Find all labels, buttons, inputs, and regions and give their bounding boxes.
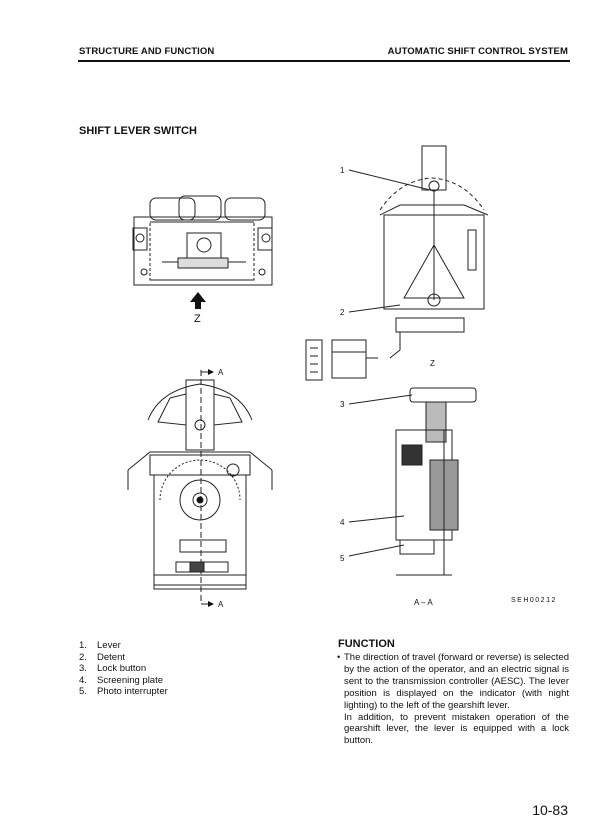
list-item: 4.Screening plate <box>79 674 164 686</box>
list-item: 5.Photo interrupter <box>79 686 168 698</box>
list-item: 2.Detent <box>79 651 125 663</box>
view-z-label: Z <box>194 313 201 325</box>
section-title: SHIFT LEVER SWITCH <box>79 125 197 137</box>
function-paragraph-1: The direction of travel (forward or reve… <box>344 652 569 711</box>
figure-code: SEH00212 <box>511 597 557 604</box>
leader-lines <box>348 169 431 557</box>
section-label: A – A <box>414 598 433 607</box>
view-z-arrow <box>190 292 206 309</box>
header-left: STRUCTURE AND FUNCTION <box>79 46 215 57</box>
function-paragraph-2: In addition, to prevent mistaken operati… <box>344 711 569 747</box>
callout-5: 5 <box>340 554 345 563</box>
section-mark-bottom: A <box>218 600 224 609</box>
header-right: AUTOMATIC SHIFT CONTROL SYSTEM <box>387 46 568 57</box>
function-body: • The direction of travel (forward or re… <box>337 652 569 747</box>
function-title: FUNCTION <box>338 638 395 650</box>
bullet-marker: • <box>337 652 341 663</box>
section-mark-top: A <box>218 368 224 377</box>
front-view-drawing <box>127 369 273 607</box>
callout-3: 3 <box>340 400 345 409</box>
view-z-label-small: Z <box>430 359 435 368</box>
header-rule <box>78 60 570 62</box>
parts-list: 1.Lever 2.Detent 3.Lock button 4.Screeni… <box>79 640 168 698</box>
section-a-a-drawing <box>395 387 477 576</box>
page-number: 10-83 <box>532 802 568 818</box>
list-item: 1.Lever <box>79 640 121 651</box>
callout-2: 2 <box>340 308 345 317</box>
list-item: 3.Lock button <box>79 663 147 675</box>
top-view-drawing <box>132 195 273 286</box>
callout-4: 4 <box>340 518 345 527</box>
connector-drawing <box>305 339 378 381</box>
side-view-drawing <box>379 145 489 359</box>
callout-1: 1 <box>340 166 345 175</box>
